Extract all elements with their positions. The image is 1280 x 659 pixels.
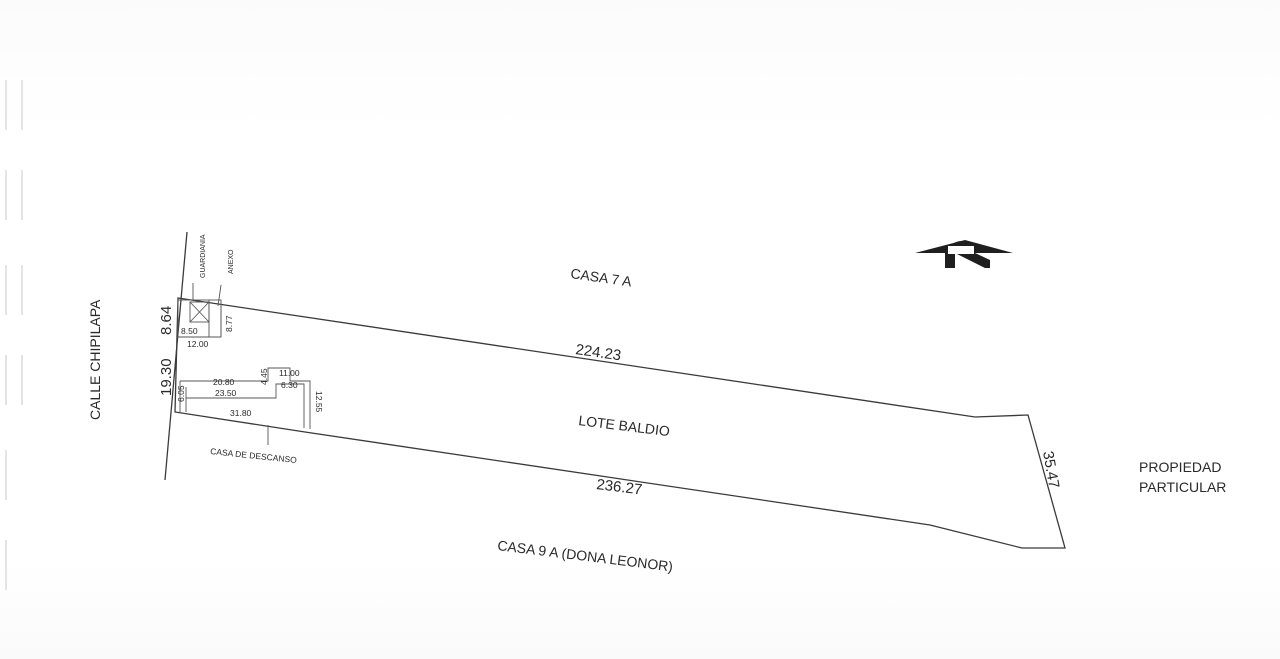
east-side-dimension: 35.47 xyxy=(1039,450,1062,490)
south-neighbor-label: CASA 9 A (DONA LEONOR) xyxy=(497,537,674,574)
casa-descanso-label: CASA DE DESCANSO xyxy=(210,446,298,465)
casa-descanso-building xyxy=(179,367,311,445)
dim-6-30: 6.30 xyxy=(281,380,298,390)
scan-edge-marks xyxy=(5,80,23,590)
dim-6-05: 6.05 xyxy=(176,385,186,402)
dim-31-80: 31.80 xyxy=(230,408,252,418)
guardiania-label: GUARDIANIA xyxy=(200,234,207,278)
dim-8-50: 8.50 xyxy=(181,326,198,336)
dim-20-80: 20.80 xyxy=(213,377,235,387)
anexo-label: ANEXO xyxy=(228,249,235,274)
dim-4-45: 4.45 xyxy=(259,368,269,385)
north-arrow-icon xyxy=(915,240,1013,268)
dim-23-50: 23.50 xyxy=(215,388,237,398)
dim-12-00: 12.00 xyxy=(187,339,209,349)
west-upper-dimension: 8.64 xyxy=(158,306,175,335)
east-neighbor-label-line2: PARTICULAR xyxy=(1139,479,1226,495)
east-neighbor-label-line1: PROPIEDAD xyxy=(1139,459,1221,475)
north-side-dimension: 224.23 xyxy=(574,341,622,364)
lot-name-label: LOTE BALDIO xyxy=(578,412,671,439)
west-lower-dimension: 19.30 xyxy=(158,358,175,396)
dim-12-55: 12.55 xyxy=(314,391,324,413)
dim-8-77: 8.77 xyxy=(224,315,234,332)
guardiania-building xyxy=(177,283,222,338)
dim-11-00: 11.00 xyxy=(279,368,300,378)
lot-boundary xyxy=(174,297,1066,549)
south-side-dimension: 236.27 xyxy=(596,476,644,498)
west-street-label: CALLE CHIPILAPA xyxy=(87,299,103,420)
north-neighbor-label: CASA 7 A xyxy=(570,265,634,289)
